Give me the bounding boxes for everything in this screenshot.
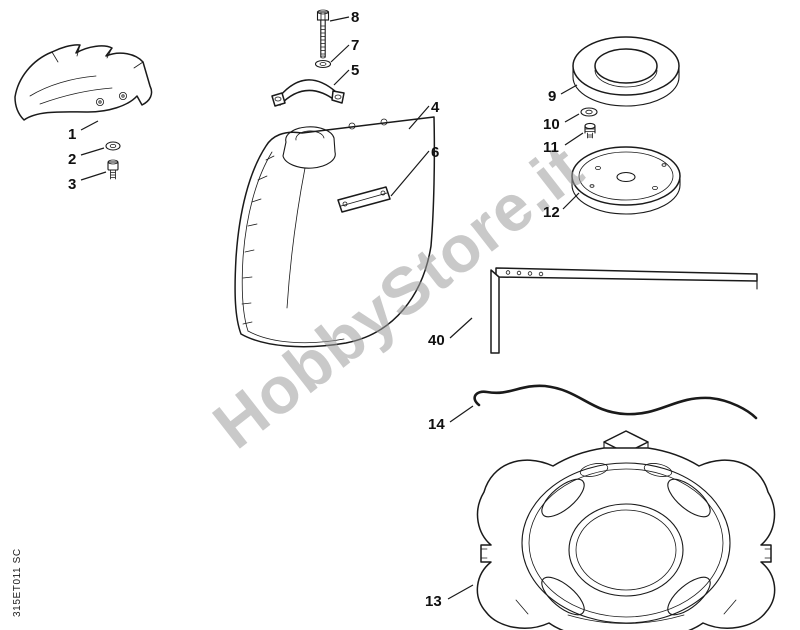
leader-line-3 xyxy=(80,171,107,181)
callout-4: 4 xyxy=(431,99,440,116)
callout-7: 7 xyxy=(351,37,360,54)
callout-8: 8 xyxy=(351,9,360,26)
part-11-screw xyxy=(584,122,596,139)
part-1-bracket xyxy=(14,44,153,121)
callout-2: 2 xyxy=(68,151,77,168)
callout-10: 10 xyxy=(543,116,560,133)
callout-3: 3 xyxy=(68,176,77,193)
part-12-disc xyxy=(571,146,681,215)
leader-line-12 xyxy=(562,192,580,210)
leader-line-5 xyxy=(333,69,350,86)
callout-9: 9 xyxy=(548,88,557,105)
leader-line-6 xyxy=(390,150,430,197)
part-2-washer xyxy=(105,141,121,151)
leader-line-4 xyxy=(408,105,430,130)
callout-6: 6 xyxy=(431,144,440,161)
callout-11: 11 xyxy=(543,139,559,156)
part-10-washer xyxy=(580,107,598,117)
part-14-spring-wire xyxy=(473,384,758,420)
leader-line-10 xyxy=(564,113,580,123)
leader-line-13 xyxy=(447,584,474,600)
callout-13: 13 xyxy=(425,593,442,610)
part-40-bracket xyxy=(490,267,758,354)
part-9-ring xyxy=(572,36,680,107)
leader-line-2 xyxy=(80,147,105,156)
drawing-code: 315ET011 SC xyxy=(12,548,23,617)
leader-line-40 xyxy=(449,317,473,339)
callout-40: 40 xyxy=(428,332,445,349)
callout-1: 1 xyxy=(68,126,77,143)
part-8-screw xyxy=(316,9,330,59)
callout-12: 12 xyxy=(543,204,560,221)
leader-line-8 xyxy=(329,16,350,22)
part-13-housing xyxy=(476,430,776,630)
callout-14: 14 xyxy=(428,416,445,433)
leader-line-1 xyxy=(80,120,99,131)
part-6-plate xyxy=(337,186,391,213)
part-4-guard xyxy=(234,116,436,348)
part-5-clamp xyxy=(271,79,345,107)
callout-5: 5 xyxy=(351,62,360,79)
leader-lines xyxy=(80,16,584,600)
leader-line-11 xyxy=(564,132,584,146)
leader-line-7 xyxy=(330,44,350,63)
leader-line-9 xyxy=(560,84,578,95)
leader-line-14 xyxy=(449,405,474,423)
part-7-washer xyxy=(314,59,332,69)
part-3-screw xyxy=(107,159,119,180)
